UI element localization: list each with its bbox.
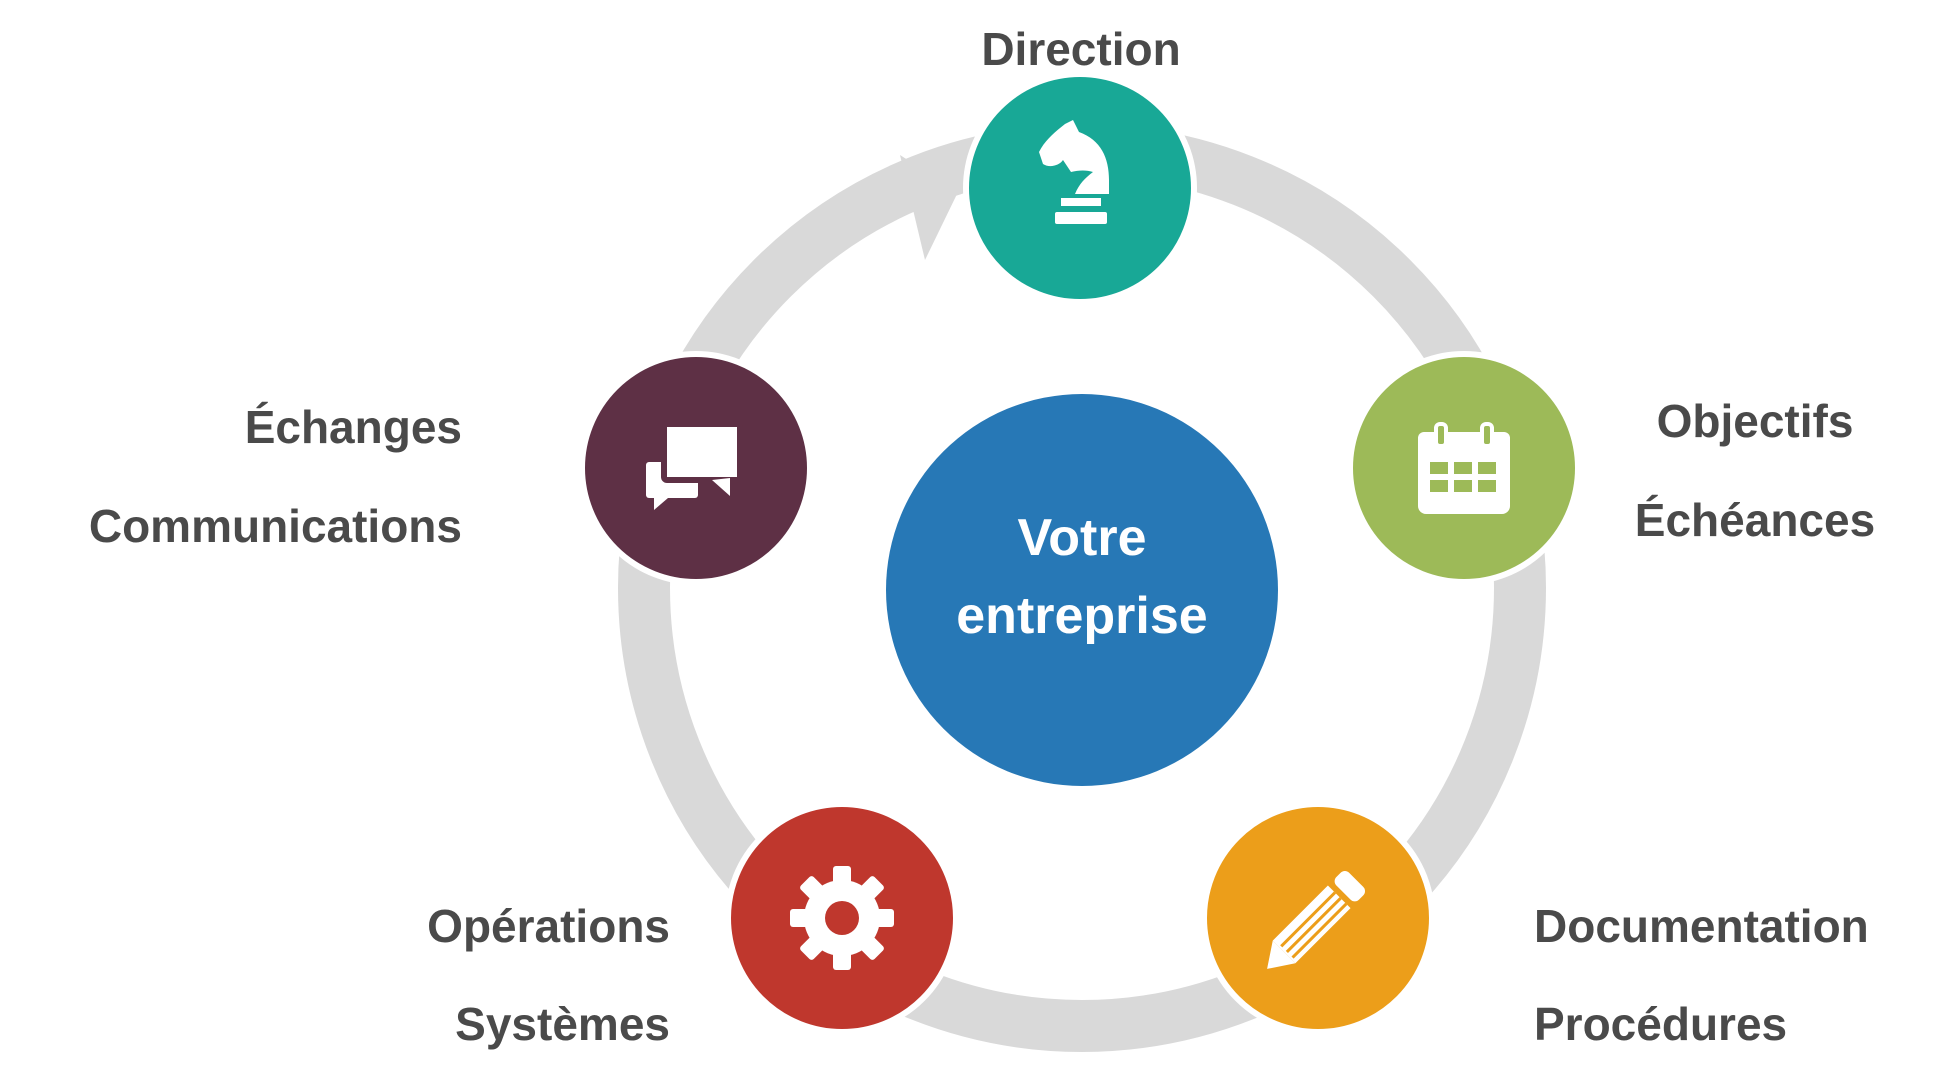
center-title-line2: entreprise — [956, 587, 1207, 645]
center-title-line1: Votre — [1017, 509, 1146, 567]
chat-bubbles-icon — [646, 421, 743, 510]
node-operations — [725, 801, 959, 1035]
label-echanges: Échanges — [244, 401, 462, 453]
node-echanges — [579, 351, 813, 585]
node-documentation — [1201, 801, 1435, 1035]
node-objectifs — [1347, 351, 1581, 585]
label-operations: Opérations — [427, 900, 670, 952]
label-echeances: Échéances — [1634, 494, 1876, 546]
calendar-icon — [1418, 422, 1510, 514]
label-documentation: Documentation — [1534, 900, 1869, 952]
label-objectifs: Objectifs — [1656, 395, 1854, 447]
pencil-icon — [1267, 870, 1366, 969]
node-direction — [963, 71, 1197, 305]
label-procedures: Procédures — [1534, 998, 1788, 1050]
cycle-arrow-head — [900, 155, 958, 260]
center-circle — [886, 394, 1278, 786]
label-direction: Direction — [981, 23, 1181, 75]
chess-knight-icon — [1039, 120, 1109, 224]
gear-icon — [790, 866, 894, 970]
label-communications: Communications — [88, 500, 462, 552]
label-systemes: Systèmes — [455, 998, 670, 1050]
